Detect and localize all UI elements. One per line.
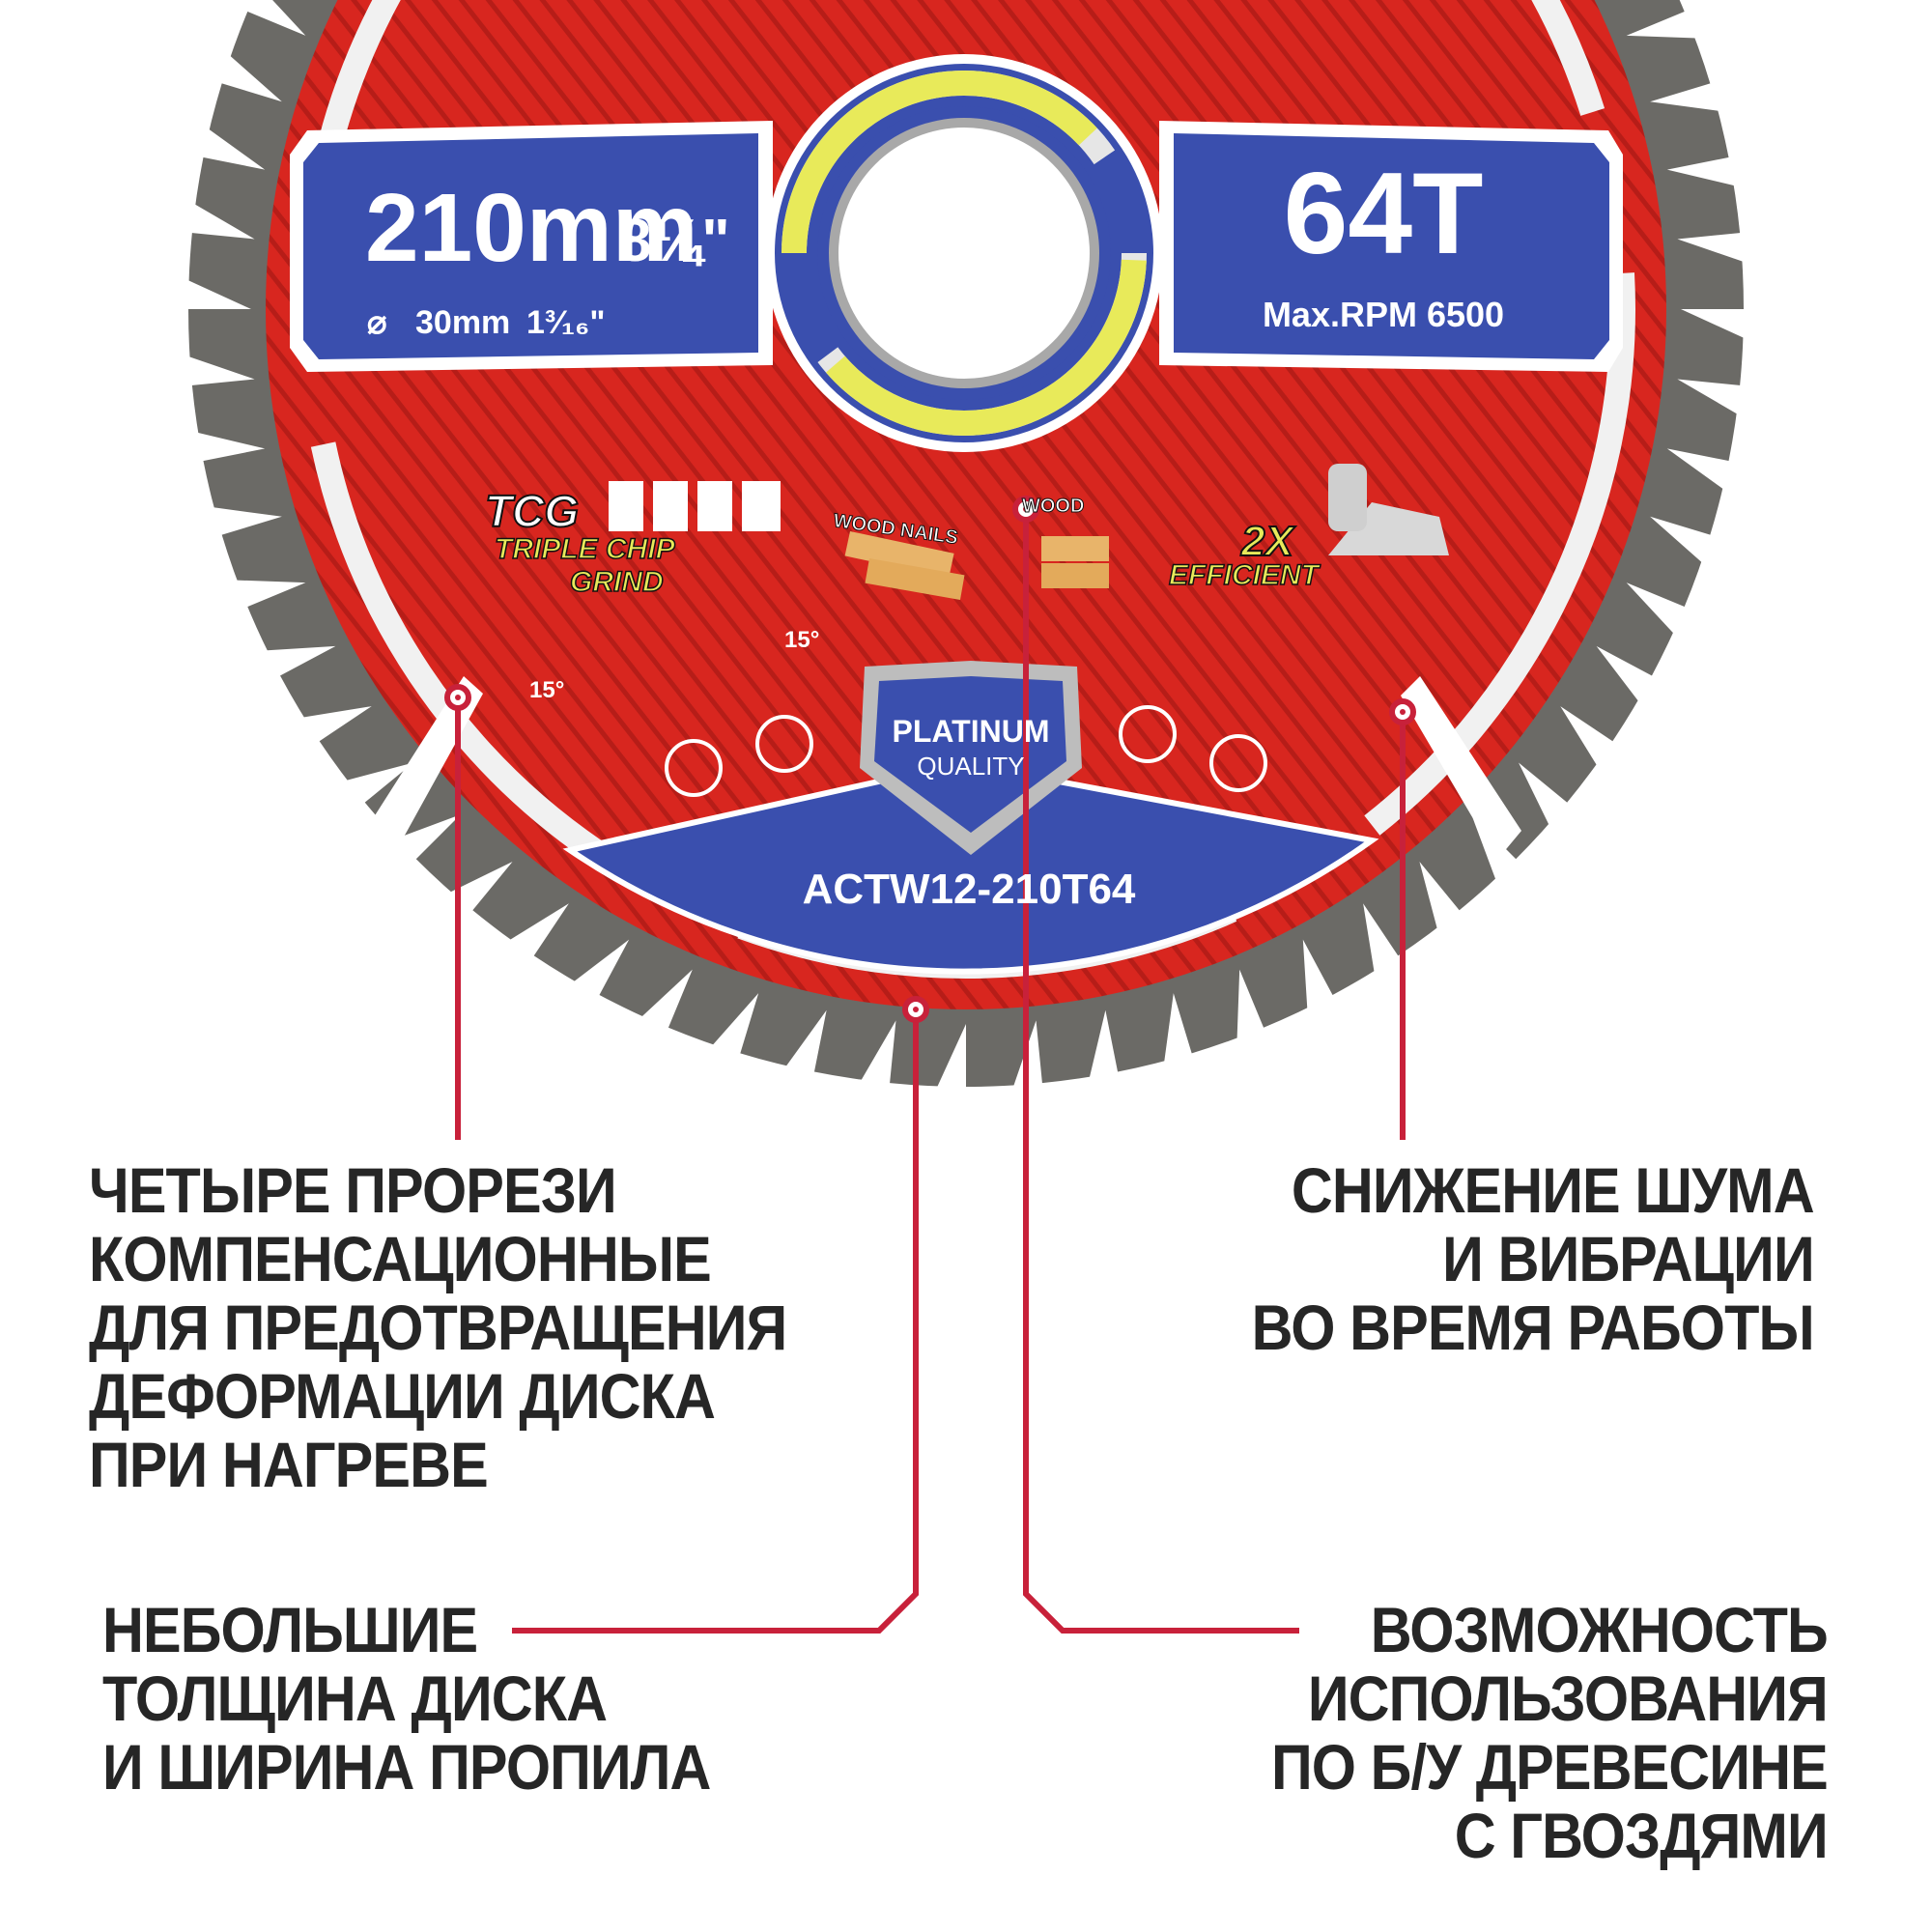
bore-symbol: ⌀	[367, 304, 387, 341]
bore-inch-text: 1³⁄₁₆"	[526, 304, 606, 341]
blade-size-text: 210mm	[365, 174, 698, 282]
max-rpm-text: Max.RPM 6500	[1263, 295, 1504, 334]
callout-line: ВОЗМОЖНОСТЬ	[1370, 1594, 1829, 1665]
blade-size-inch-text: 8¼"	[618, 208, 730, 274]
tcg-text: TCG	[485, 486, 579, 536]
callout-line: И ШИРИНА ПРОПИЛА	[102, 1731, 711, 1803]
tcg-tooth-icons	[609, 481, 781, 531]
callout-line: ЧЕТЫРЕ ПРОРЕЗИ	[89, 1154, 617, 1226]
callout-line: НЕБОЛЬШИЕ	[102, 1594, 478, 1665]
callout-nail-wood: ВОЗМОЖНОСТЬ ИСПОЛЬЗОВАНИЯ ПО Б/У ДРЕВЕСИ…	[1271, 1594, 1829, 1871]
carbide-tip-icon	[1328, 464, 1449, 555]
callout-line: И ВИБРАЦИИ	[1442, 1223, 1814, 1294]
size-plate	[290, 121, 773, 372]
expansion-slot-right	[1401, 676, 1521, 860]
tcg-line2: GRIND	[570, 566, 664, 598]
expansion-slot-left	[365, 676, 483, 860]
model-number-text: ACTW12-210T64	[803, 866, 1136, 913]
wood-stack-icon	[844, 530, 1109, 600]
rotation-direction-icon	[1209, 734, 1267, 792]
safety-icons	[665, 705, 1267, 797]
callout-line: ПРИ НАГРЕВЕ	[89, 1429, 489, 1500]
gloves-icon	[755, 715, 813, 773]
angle-left-text: 15°	[529, 677, 564, 703]
callout-line: КОМПЕНСАЦИОННЫЕ	[89, 1223, 712, 1294]
callout-noise-reduction: СНИЖЕНИЕ ШУМА И ВИБРАЦИИ ВО ВРЕМЯ РАБОТЫ	[1251, 1154, 1815, 1363]
wood-text: WOOD	[1022, 496, 1084, 517]
callout-line: С ГВОЗДЯМИ	[1454, 1800, 1829, 1871]
tcg-line1: TRIPLE CHIP	[495, 533, 676, 565]
arbor-ring	[765, 54, 1163, 452]
callout-thin-kerf: НЕБОЛЬШИЕ ТОЛЩИНА ДИСКА И ШИРИНА ПРОПИЛА	[102, 1594, 711, 1803]
callout-line: ВО ВРЕМЯ РАБОТЫ	[1251, 1292, 1815, 1363]
badge-line2: QUALITY	[917, 752, 1024, 781]
efficient-line1: 2X	[1240, 518, 1295, 565]
callout-line: ДЕФОРМАЦИИ ДИСКА	[89, 1360, 716, 1432]
callout-line: ТОЛЩИНА ДИСКА	[102, 1662, 608, 1734]
teeth-plate	[1159, 121, 1623, 372]
bore-text: 30mm	[415, 304, 510, 341]
callout-line: СНИЖЕНИЕ ШУМА	[1292, 1154, 1815, 1226]
efficient-line2: EFFICIENT	[1169, 559, 1321, 591]
badge-line1: PLATINUM	[893, 714, 1050, 749]
angle-right-text: 15°	[784, 627, 819, 653]
teeth-count-text: 64T	[1284, 149, 1484, 278]
callout-lines	[455, 517, 1406, 1634]
callout-line: ПО Б/У ДРЕВЕСИНЕ	[1271, 1731, 1829, 1803]
dust-mask-icon	[665, 739, 723, 797]
goggles-icon	[1119, 705, 1177, 763]
callout-expansion-slots: ЧЕТЫРЕ ПРОРЕЗИ КОМПЕНСАЦИОННЫЕ ДЛЯ ПРЕДО…	[89, 1154, 787, 1500]
callout-line: ДЛЯ ПРЕДОТВРАЩЕНИЯ	[89, 1292, 787, 1363]
callout-line: ИСПОЛЬЗОВАНИЯ	[1308, 1662, 1829, 1734]
